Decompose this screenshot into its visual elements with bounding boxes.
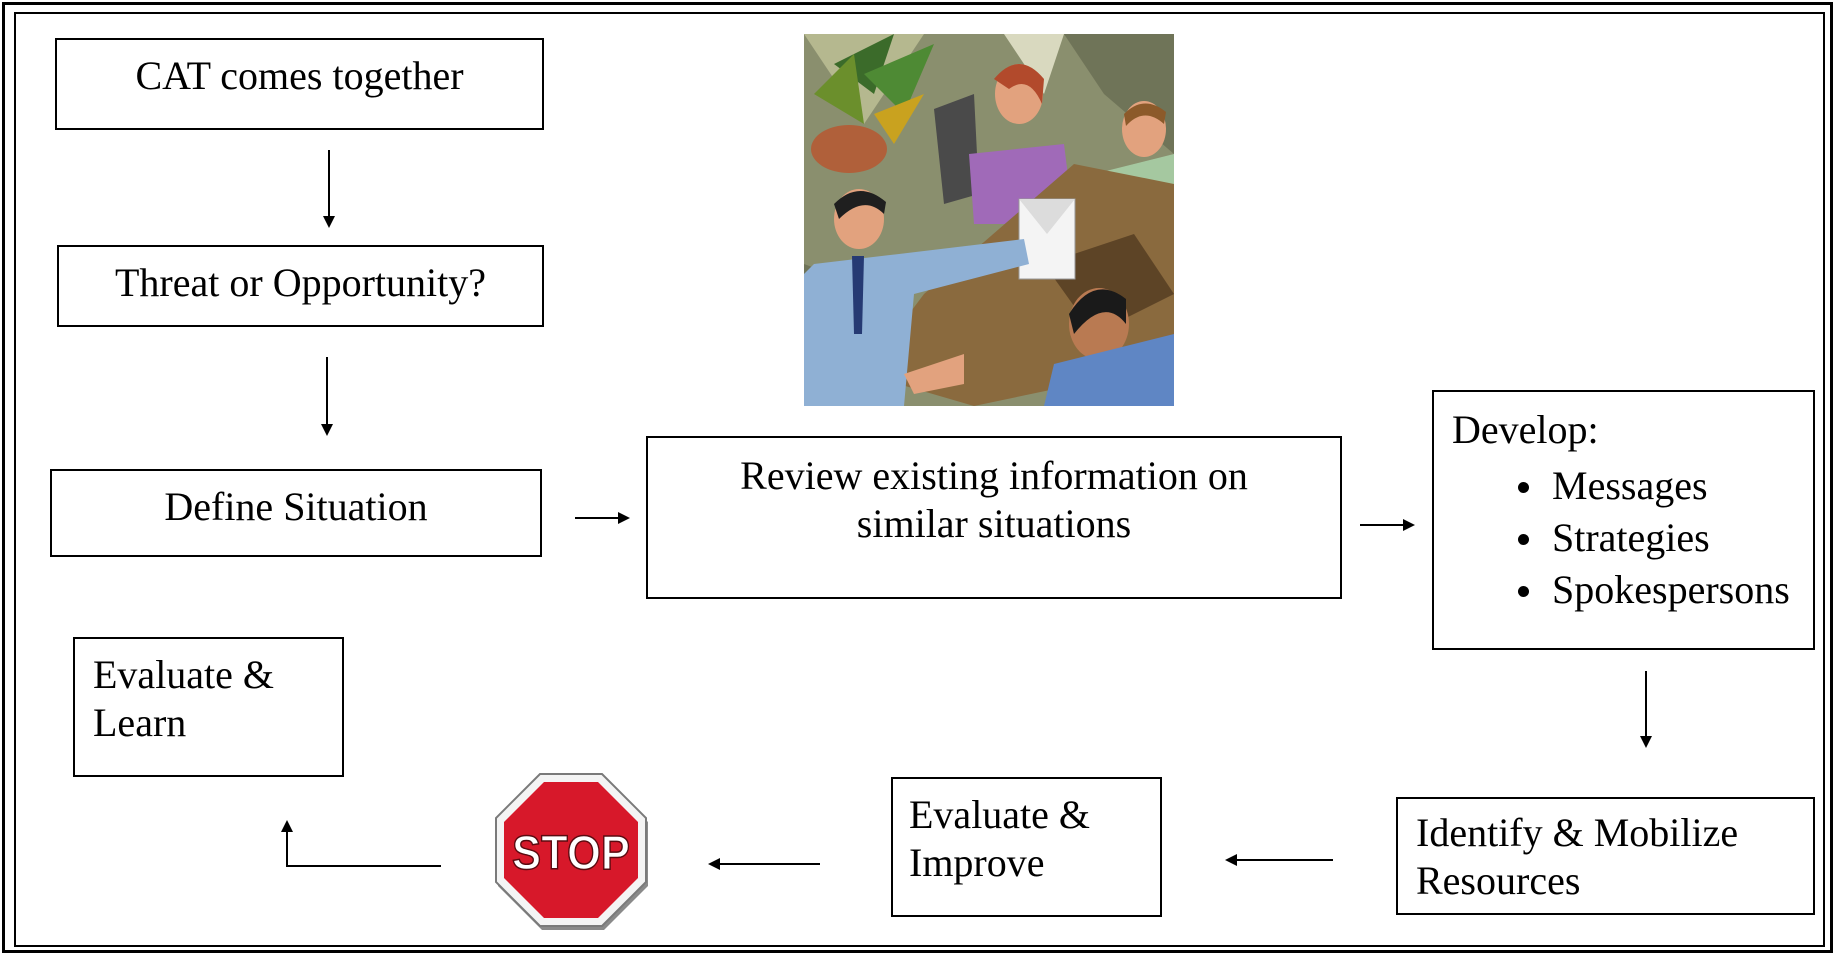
step-threat-label: Threat or Opportunity?: [115, 260, 486, 305]
meeting-clipart: [804, 34, 1174, 406]
stop-sign-icon: STOP: [495, 773, 648, 930]
step-review-label: Review existing information on similar s…: [740, 453, 1248, 546]
develop-list: Messages Strategies Spokespersons: [1452, 460, 1813, 616]
step-identify-label: Identify & Mobilize Resources: [1416, 810, 1739, 903]
man-left-figure: [804, 189, 1029, 406]
stop-sign-face: [504, 782, 638, 918]
step-define-label: Define Situation: [164, 484, 428, 529]
step-evaluate-improve: Evaluate & Improve: [891, 777, 1162, 917]
arrow-stop-to-learn-head: [281, 820, 293, 832]
inner-border: [14, 12, 1825, 947]
step-cat-comes-together: CAT comes together: [55, 38, 544, 130]
stop-sign-text: STOP: [512, 827, 630, 880]
arrow-review-to-develop-head: [1403, 519, 1415, 531]
step-learn-label: Evaluate & Learn: [93, 652, 275, 745]
develop-item-spokespersons: Spokespersons: [1518, 564, 1813, 616]
step-cat-label: CAT comes together: [135, 53, 464, 98]
develop-heading: Develop:: [1452, 407, 1599, 452]
plant-icon: [811, 34, 934, 173]
arrow-identify-to-improve-head: [1225, 854, 1237, 866]
arrow-define-to-review-head: [618, 512, 630, 524]
arrow-threat-to-define-head: [321, 424, 333, 436]
step-evaluate-learn: Evaluate & Learn: [73, 637, 344, 777]
arrow-improve-to-stop-head: [708, 858, 720, 870]
step-threat-or-opportunity: Threat or Opportunity?: [57, 245, 544, 327]
step-improve-label: Evaluate & Improve: [909, 792, 1091, 885]
arrow-stop-to-learn: [286, 830, 441, 867]
develop-item-strategies: Strategies: [1518, 512, 1813, 564]
develop-item-messages: Messages: [1518, 460, 1813, 512]
man-front-figure: [1044, 288, 1174, 406]
step-define-situation: Define Situation: [50, 469, 542, 557]
step-identify-mobilize: Identify & Mobilize Resources: [1396, 797, 1815, 915]
arrow-develop-to-identify-head: [1640, 736, 1652, 748]
step-review-information: Review existing information on similar s…: [646, 436, 1342, 599]
step-develop: Develop: Messages Strategies Spokesperso…: [1432, 390, 1815, 650]
arrow-cat-to-threat-head: [323, 216, 335, 228]
